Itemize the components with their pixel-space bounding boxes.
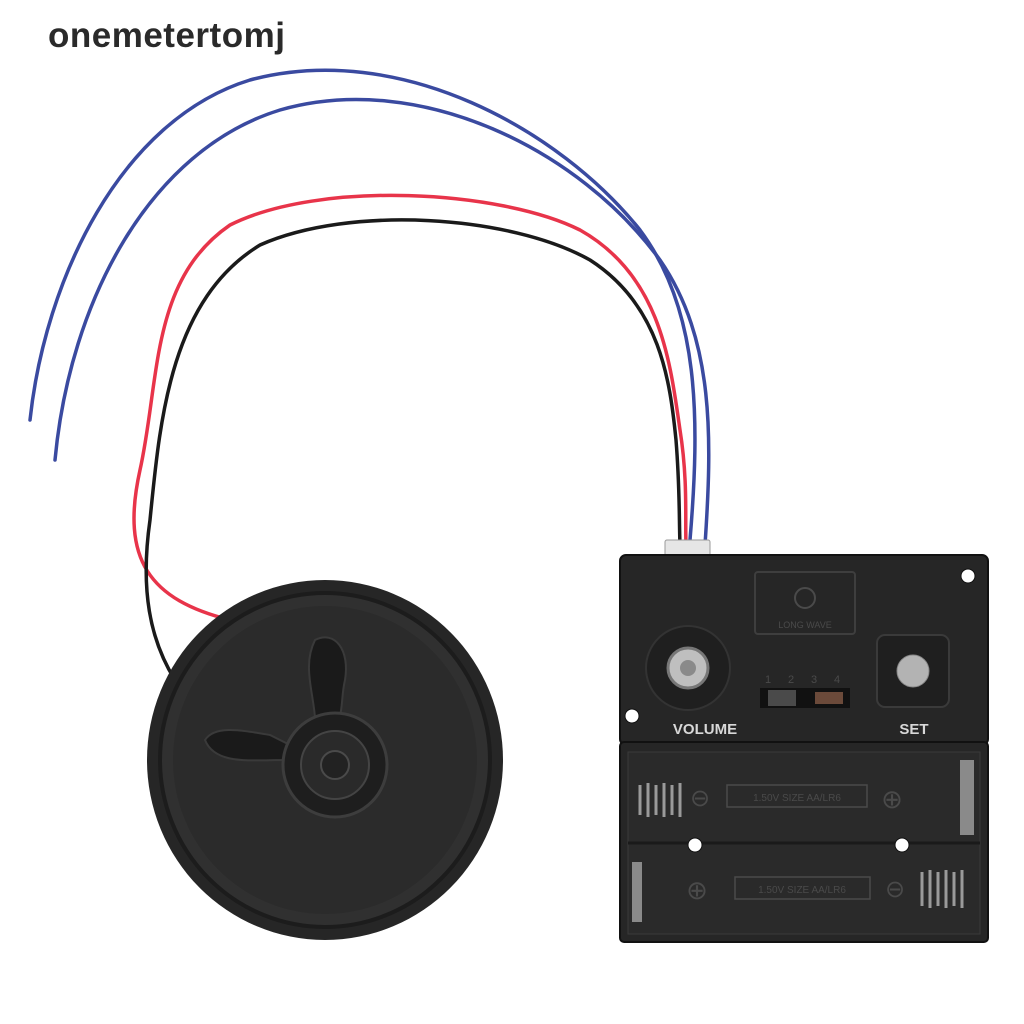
volume-label: VOLUME bbox=[673, 721, 737, 738]
long-wave-logo-icon bbox=[794, 587, 816, 609]
mount-hole-top-right bbox=[960, 568, 976, 584]
svg-text:2: 2 bbox=[788, 674, 794, 686]
set-label: SET bbox=[899, 721, 928, 738]
plus-icon: ⊕ bbox=[881, 784, 903, 814]
mount-hole-left bbox=[624, 708, 640, 724]
clock-module: LONG WAVE VOLUME 1 2 3 4 SET bbox=[619, 554, 989, 746]
brand-watermark: onemetertomj bbox=[48, 16, 286, 55]
slot-top-label-box bbox=[726, 784, 868, 808]
minus-icon: ⊖ bbox=[690, 785, 710, 812]
long-wave-logo-text: LONG WAVE bbox=[778, 620, 832, 630]
set-button[interactable] bbox=[896, 654, 930, 688]
battery-holder: 1.50V SIZE AA/LR6 1.50V SIZE AA/LR6 ⊖ ⊕ … bbox=[619, 741, 989, 943]
plus-icon: ⊕ bbox=[686, 875, 708, 905]
svg-text:4: 4 bbox=[834, 674, 840, 686]
terminal-left-bottom bbox=[632, 862, 642, 922]
slot-bottom-text: 1.50V SIZE AA/LR6 bbox=[758, 885, 846, 896]
svg-text:3: 3 bbox=[811, 674, 817, 686]
minus-icon: ⊖ bbox=[885, 876, 905, 903]
wires bbox=[28, 68, 711, 682]
terminal-right-top bbox=[960, 760, 974, 835]
blue-wire-1 bbox=[28, 68, 697, 542]
spring-top-left bbox=[638, 783, 682, 817]
black-wire bbox=[144, 218, 682, 682]
slot-bottom-label-box bbox=[734, 876, 871, 900]
blue-wire-2 bbox=[53, 97, 711, 547]
spring-bottom-right bbox=[920, 870, 964, 908]
svg-text:1: 1 bbox=[765, 674, 771, 686]
red-wire bbox=[132, 193, 688, 622]
slot-top-text: 1.50V SIZE AA/LR6 bbox=[753, 793, 841, 804]
speaker bbox=[147, 580, 503, 940]
dip-switch[interactable]: 1 2 3 4 bbox=[760, 674, 850, 708]
